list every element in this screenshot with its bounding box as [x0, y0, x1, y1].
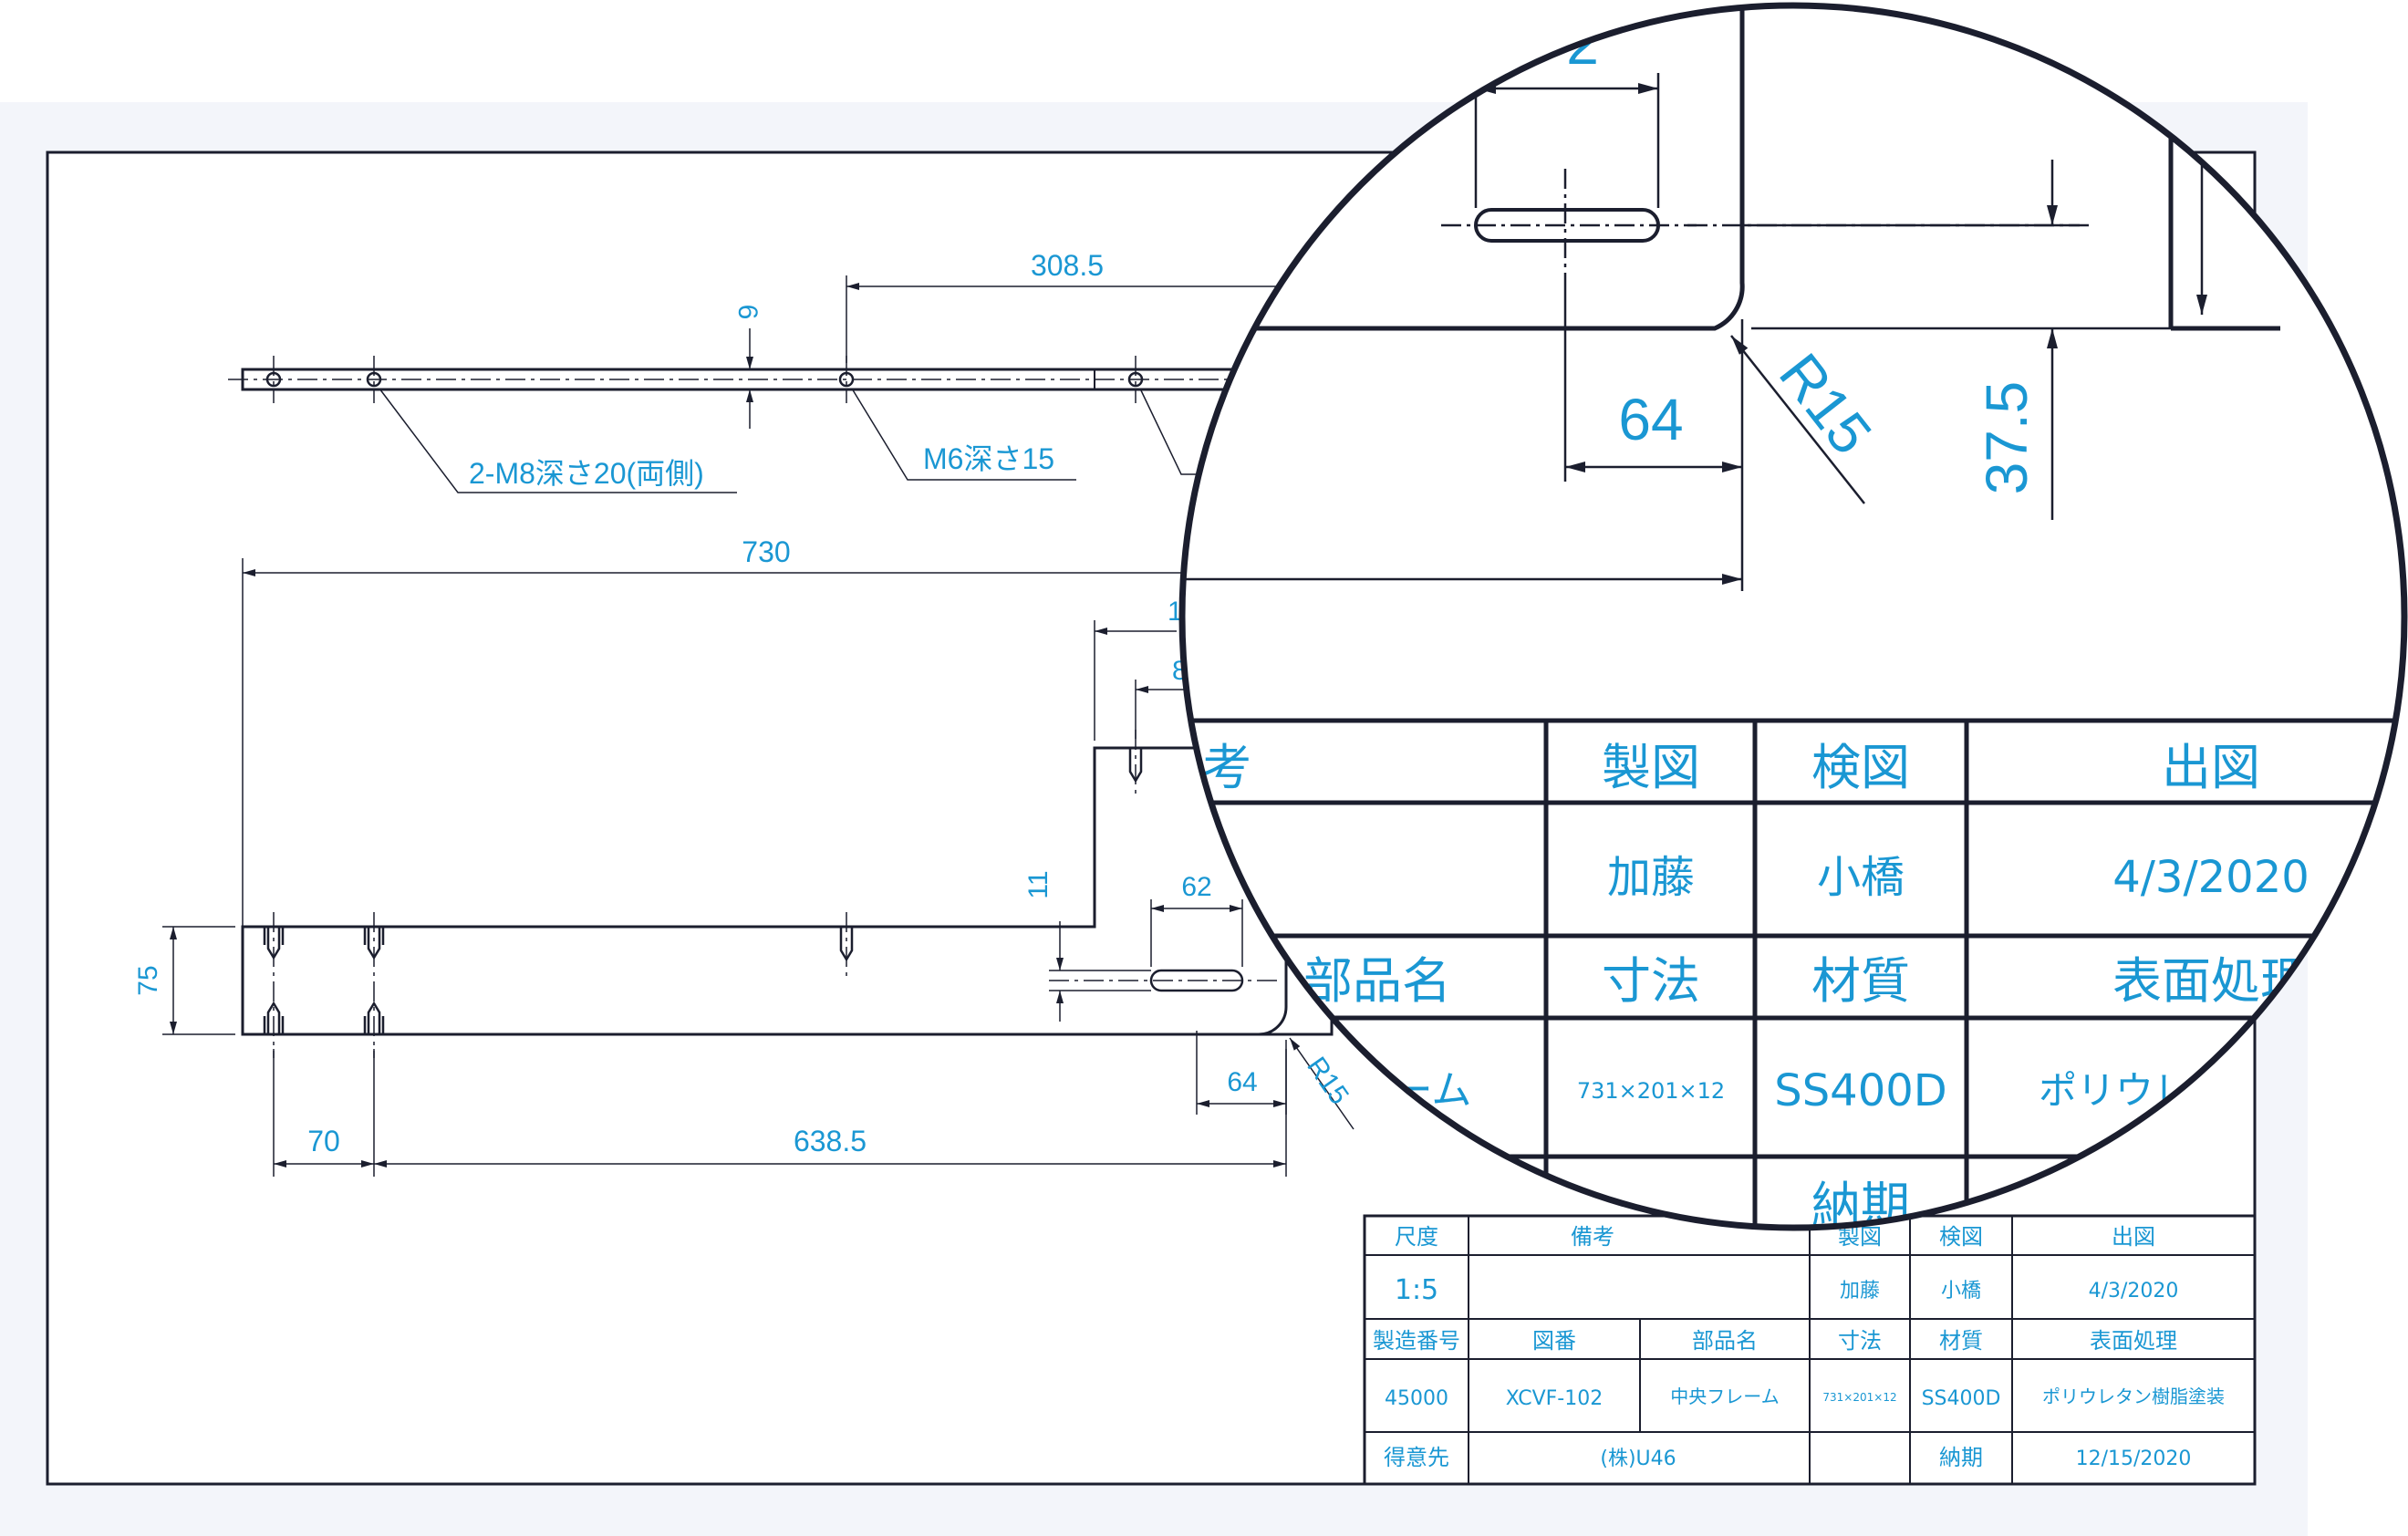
leader-m6 — [851, 388, 1076, 481]
tb-v-customer: (株)U46 — [1600, 1448, 1676, 1470]
dim-638-5: 638.5 — [794, 1125, 867, 1157]
tb-v-drawing-no: XCVF-102 — [1506, 1387, 1603, 1410]
tb-h-drawing-no: 図番 — [1532, 1328, 1576, 1354]
mag-h-checker: 検図 — [1811, 739, 1910, 796]
tb-h-customer: 得意先 — [1384, 1445, 1449, 1470]
tb-v-issued: 4/3/2020 — [2089, 1280, 2179, 1302]
magnifier-lens: 2 64 R15 37.5 — [1178, 2, 2408, 1231]
tb-h-surface: 表面処理 — [2090, 1328, 2177, 1354]
tb-h-material: 材質 — [1939, 1328, 1983, 1354]
tb-h-dimension: 寸法 — [1838, 1328, 1882, 1354]
tb-h-delivery: 納期 — [1939, 1445, 1983, 1470]
mag-v-drafter: 加藤 — [1607, 852, 1695, 903]
mag-dim-64: 64 — [1618, 387, 1683, 452]
dim-75: 75 — [133, 965, 163, 995]
tb-v-serial: 45000 — [1385, 1387, 1448, 1410]
dim-thickness-6: 6 — [732, 305, 763, 320]
tb-v-dimension: 731×201×12 — [1822, 1391, 1896, 1404]
tb-v-checker: 小橋 — [1941, 1280, 1981, 1302]
tb-v-surface: ポリウレタン樹脂塗装 — [2042, 1386, 2225, 1407]
tb-h-issued: 出図 — [2112, 1224, 2155, 1250]
note-m8: 2-M8深さ20(両側) — [469, 457, 704, 490]
tb-h-remarks: 備考 — [1571, 1224, 1614, 1250]
dim-730: 730 — [742, 535, 790, 568]
tb-v-drafter: 加藤 — [1840, 1280, 1880, 1302]
magnifier-rim — [1178, 2, 2408, 1231]
tb-v-scale: 1:5 — [1395, 1274, 1438, 1306]
dim-64: 64 — [1227, 1067, 1257, 1097]
mag-v-material: SS400D — [1774, 1065, 1947, 1116]
dim-70: 70 — [307, 1125, 340, 1157]
mag-h-material: 材質 — [1811, 952, 1910, 1010]
note-m6: M6深さ15 — [923, 442, 1054, 475]
top-view-holes — [265, 356, 1144, 403]
title-block: 尺度 備考 製図 検図 出図 1:5 加藤 小橋 4/3/2020 製造番号 図… — [1363, 1214, 2257, 1486]
mag-h-remarks: 考 — [1202, 739, 1251, 796]
mag-h-part-name: 部品名 — [1303, 952, 1451, 1010]
dim-11: 11 — [1023, 870, 1054, 898]
magnified-title-block: 考 製図 検図 出図 加藤 小橋 4/3/2020 部品名 寸法 材質 表面処理… — [1182, 718, 2404, 1228]
mag-v-dimension: 731×201×12 — [1577, 1078, 1725, 1104]
tb-h-checker: 検図 — [1939, 1224, 1983, 1250]
top-view: 308.5 6 2-M8深さ20(両側) M6深さ15 — [228, 249, 1366, 493]
dim-62: 62 — [1181, 872, 1211, 902]
leader-m8 — [379, 388, 737, 493]
tb-v-delivery: 12/15/2020 — [2076, 1448, 2192, 1470]
mag-v-checker: 小橋 — [1817, 852, 1905, 903]
mag-dim-37-5: 37.5 — [1974, 381, 2040, 495]
tb-h-serial: 製造番号 — [1373, 1328, 1460, 1354]
mag-h-drafter: 製図 — [1602, 739, 1700, 796]
mag-v-issued: 4/3/2020 — [2112, 852, 2309, 903]
tb-h-scale: 尺度 — [1395, 1224, 1438, 1250]
tb-v-material: SS400D — [1922, 1387, 2001, 1410]
mag-h-issued: 出図 — [2162, 739, 2260, 796]
mag-h-dimension: 寸法 — [1602, 952, 1700, 1010]
dim-308-5: 308.5 — [1031, 249, 1104, 282]
tb-v-part-name: 中央フレーム — [1670, 1386, 1779, 1407]
tb-h-part-name: 部品名 — [1692, 1328, 1758, 1354]
